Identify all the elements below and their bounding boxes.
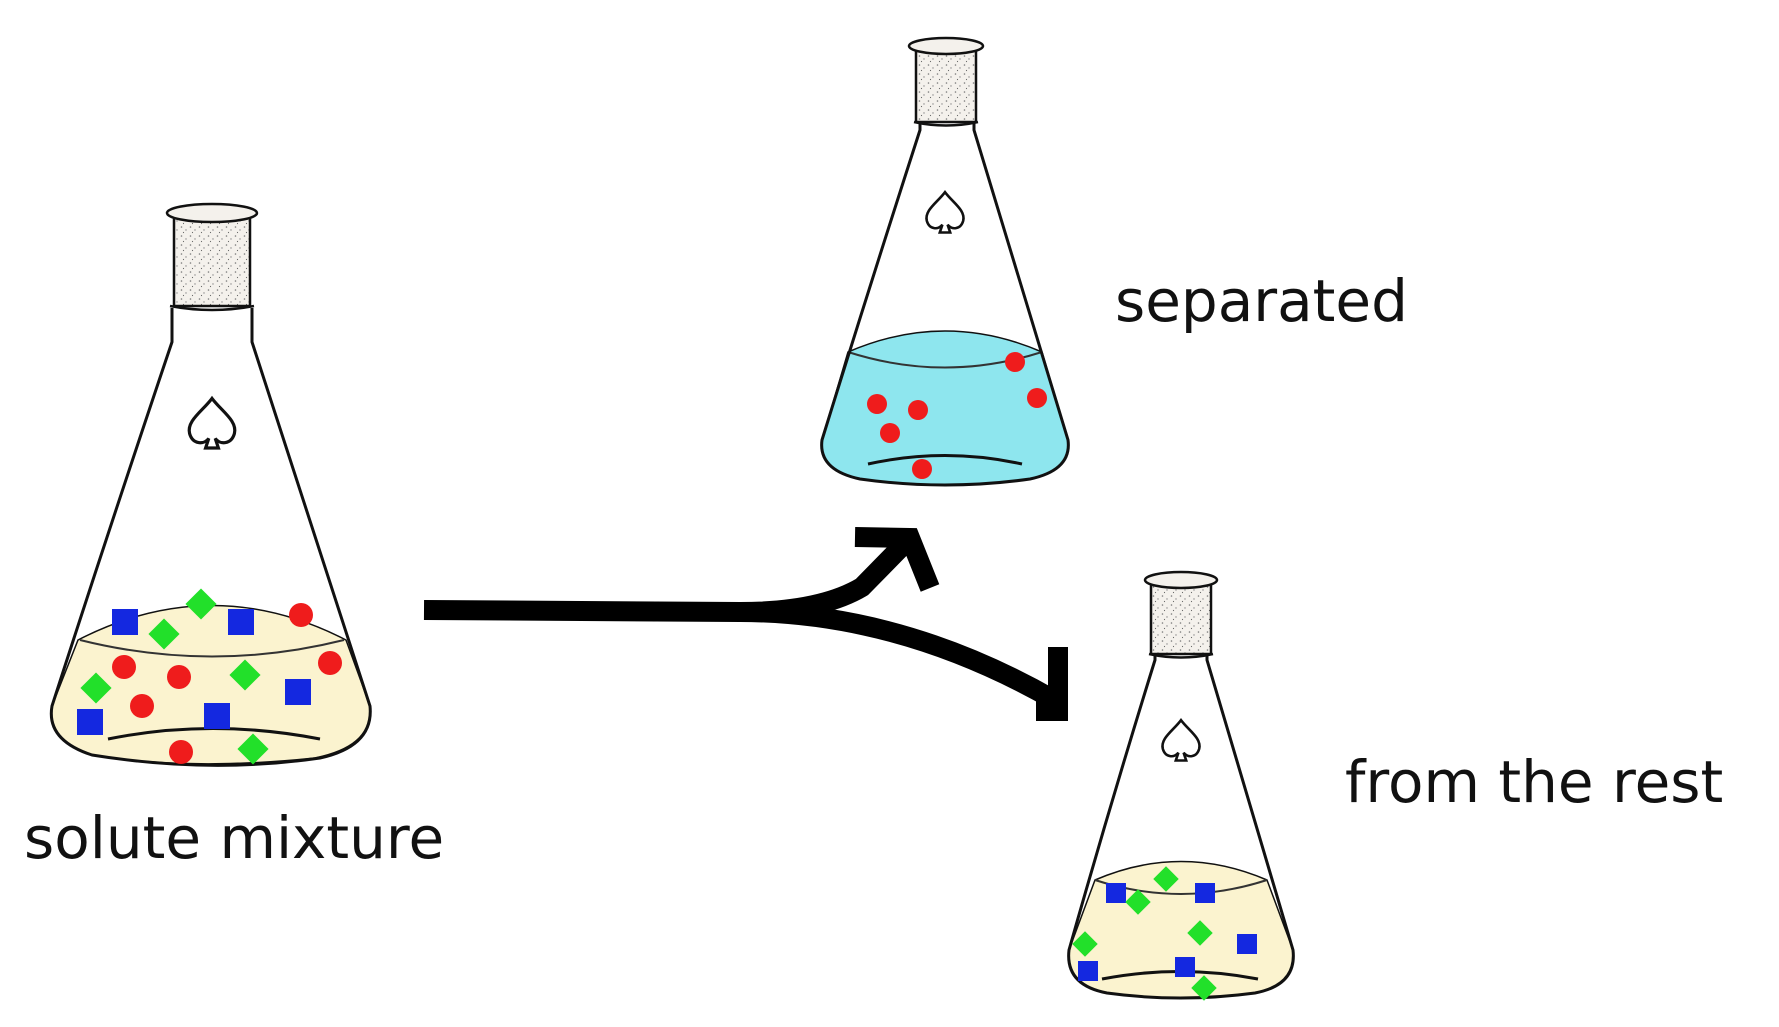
flask-body [820, 122, 1070, 487]
ground-glass-stopper-icon [165, 202, 259, 312]
circle-particle [1005, 352, 1025, 372]
split-arrow-icon [423, 527, 1068, 721]
liquid-surface-line [79, 639, 345, 658]
ground-glass-stopper-icon [907, 36, 985, 127]
square-particle [1237, 934, 1257, 954]
square-particle [1106, 883, 1126, 903]
square-particle [228, 609, 254, 635]
source-label: solute mixture [24, 804, 444, 872]
circle-particle [130, 694, 154, 718]
circle-particle [169, 740, 193, 764]
circle-particle [318, 651, 342, 675]
circle-particle [1027, 388, 1047, 408]
spade-outline-icon [187, 395, 237, 450]
circle-particle [112, 655, 136, 679]
arrow-branch-down [739, 602, 1059, 709]
square-particle [1175, 957, 1195, 977]
circle-particle [880, 423, 900, 443]
separated-label: separated [1115, 267, 1408, 335]
circle-particle [167, 665, 191, 689]
arrow-stem [423, 531, 918, 623]
flask-body [1067, 654, 1295, 1000]
separated-particles [867, 352, 1047, 479]
circle-particle [908, 400, 928, 420]
square-particle [112, 609, 138, 635]
flask-bottom-line [867, 454, 1023, 466]
rest-flask [1067, 570, 1295, 1001]
circle-particle [912, 459, 932, 479]
square-particle [1195, 883, 1215, 903]
square-particle [285, 679, 311, 705]
arrow-head-down [1036, 647, 1068, 721]
separated-flask [820, 36, 1070, 487]
square-particle [77, 709, 103, 735]
square-particle [204, 703, 230, 729]
ground-glass-stopper-icon [1143, 570, 1219, 659]
circle-particle [867, 394, 887, 414]
flask-liquid [820, 330, 1070, 486]
solute-mixture-flask [49, 202, 372, 767]
square-particle [1078, 961, 1098, 981]
flask-body [49, 308, 372, 767]
spade-outline-icon [1161, 718, 1201, 762]
rest-label: from the rest [1345, 748, 1723, 816]
spade-outline-icon [925, 190, 965, 234]
arrow-head-up [854, 527, 940, 592]
circle-particle [289, 603, 313, 627]
